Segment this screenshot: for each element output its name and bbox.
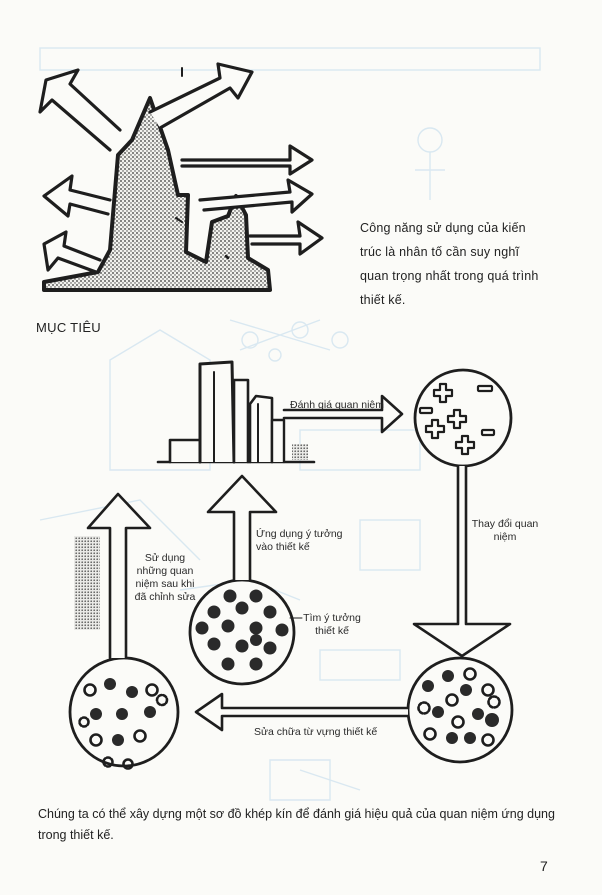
arrow-upper-left xyxy=(38,68,122,152)
arrow-lower-left xyxy=(42,230,102,274)
concept-circle-mixed-left xyxy=(68,656,180,770)
page-number: 7 xyxy=(540,858,548,874)
shaded-strip xyxy=(74,536,100,630)
label-change-concept: Thay đổi quan niệm xyxy=(471,518,539,544)
arrow-fix-vocabulary xyxy=(194,692,410,732)
arrow-use-concepts xyxy=(86,492,152,660)
building-block xyxy=(156,360,316,464)
concept-circle-plus-minus xyxy=(413,368,513,468)
arrow-change xyxy=(412,464,512,658)
label-use-concepts: Sử dụng những quan niệm sau khi đã chỉnh… xyxy=(134,552,196,604)
function-arrows-illustration xyxy=(38,62,324,292)
caption: Chúng ta có thể xây dựng một sơ đồ khép … xyxy=(38,807,555,842)
label-evaluate-concept: Đánh giá quan niệm xyxy=(290,399,384,411)
arrow-evaluate xyxy=(282,394,404,434)
arrow-top-right xyxy=(148,62,254,130)
arrow-apply-ideas xyxy=(206,474,278,582)
design-cycle-diagram xyxy=(68,360,514,770)
arrow-left xyxy=(42,174,112,218)
label-apply-ideas: Ứng dụng ý tưởng vào thiết kế xyxy=(256,528,343,554)
arrow-right-1 xyxy=(180,144,314,176)
intro-text: Công năng sử dụng của kiến trúc là nhân … xyxy=(360,221,539,307)
arrow-right-3 xyxy=(248,220,324,256)
arrow-right-2 xyxy=(198,178,314,214)
building-mass xyxy=(42,96,272,292)
concept-circle-mixed-right xyxy=(406,656,514,764)
concept-circle-ideas xyxy=(188,578,303,686)
label-find-ideas: Tìm ý tưởng thiết kế xyxy=(303,612,361,638)
label-fix-vocabulary: Sửa chữa từ vựng thiết kế xyxy=(254,726,378,738)
section-label: MỤC TIÊU xyxy=(36,320,101,335)
